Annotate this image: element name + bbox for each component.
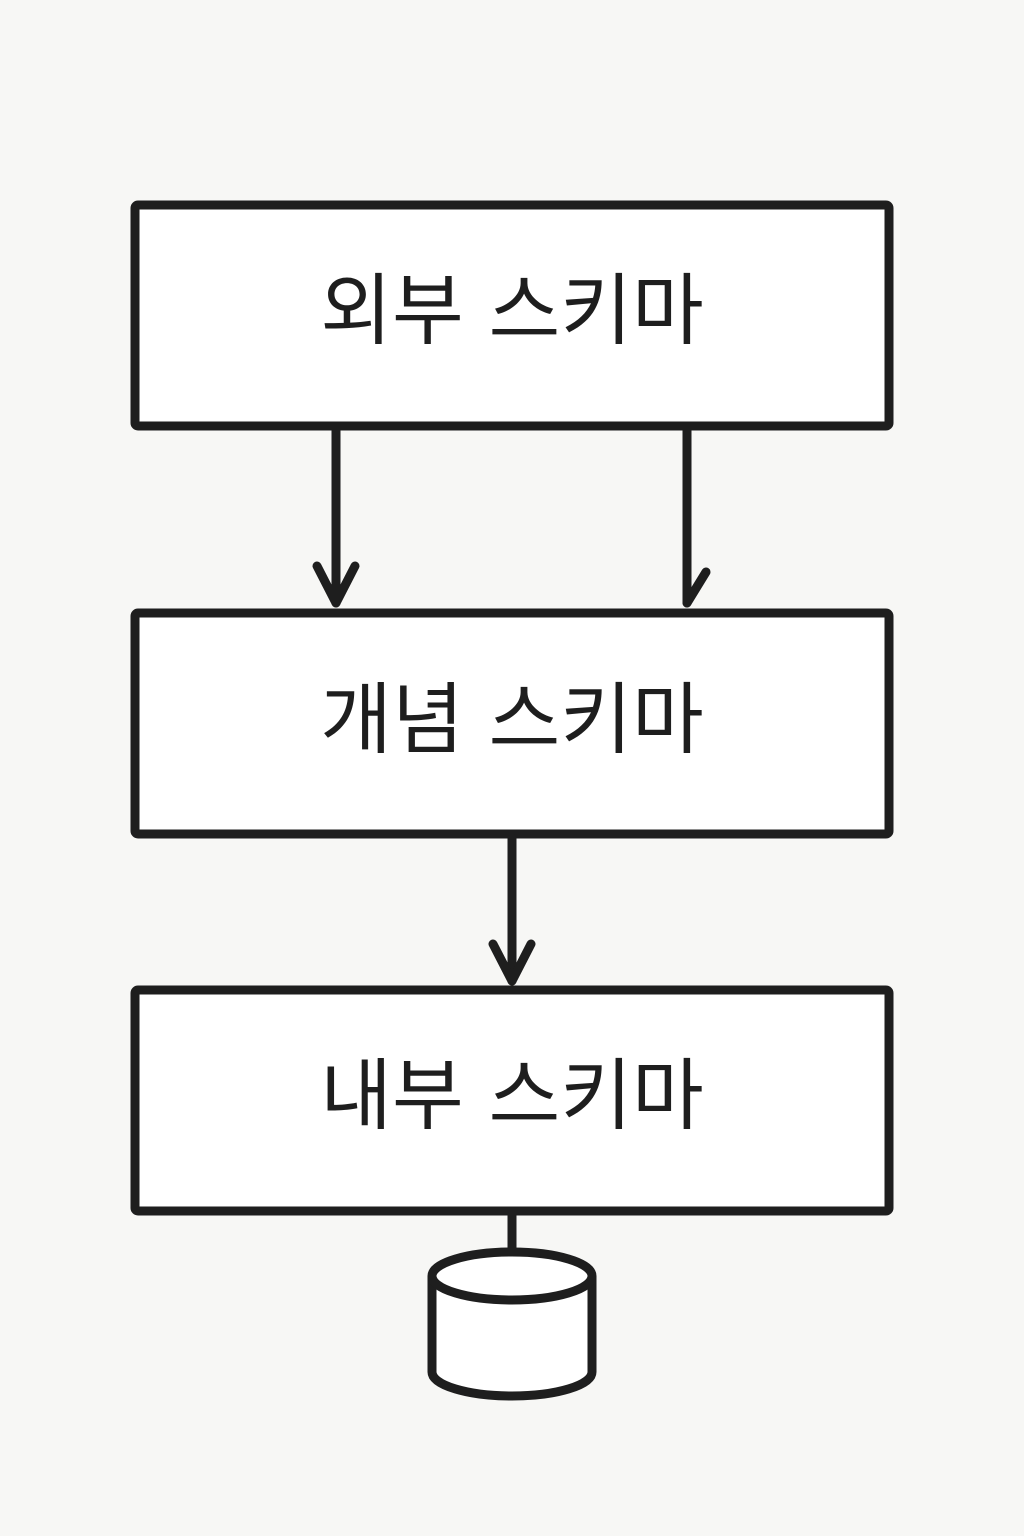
internal-schema-label: 내부 스키마	[320, 1051, 704, 1141]
conceptual-schema-box: 개념 스키마	[130, 608, 894, 839]
internal-schema-box: 내부 스키마	[130, 985, 894, 1216]
external-schema-box: 외부 스키마	[130, 200, 894, 431]
external-schema-label: 외부 스키마	[320, 266, 704, 356]
conceptual-to-internal-arrow	[488, 833, 536, 986]
conceptual-schema-label: 개념 스키마	[320, 675, 704, 765]
database-cylinder-icon	[427, 1247, 597, 1401]
external-to-conceptual-arrow-right	[682, 425, 711, 608]
external-to-conceptual-arrow-left	[312, 425, 360, 608]
